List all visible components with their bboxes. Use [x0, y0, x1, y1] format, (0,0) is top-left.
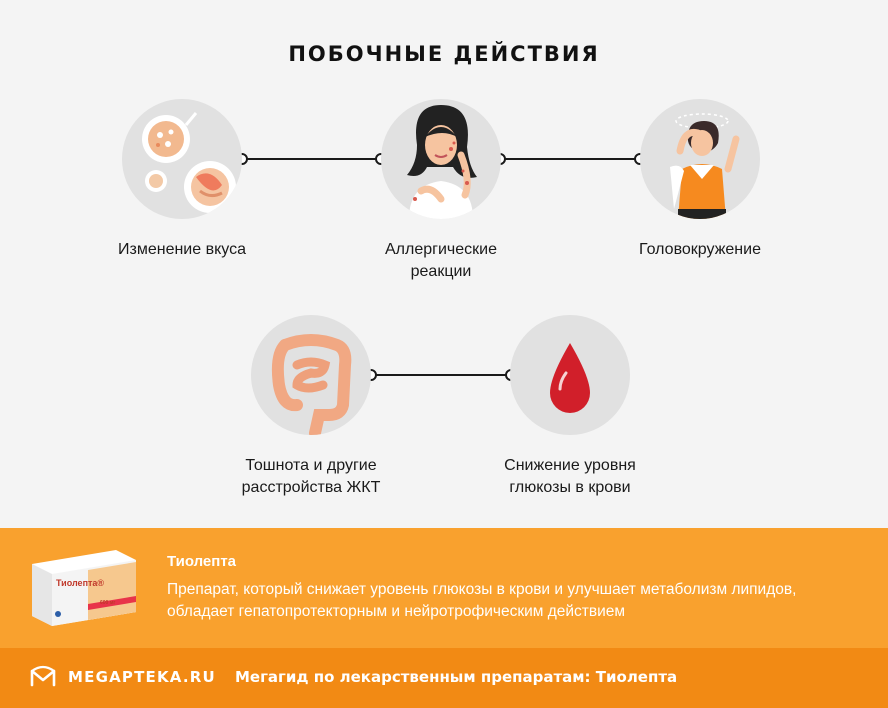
allergy-woman-icon: [381, 99, 501, 219]
dizzy-woman-icon: [640, 99, 760, 219]
drug-description: Препарат, который снижает уровень глюкоз…: [167, 581, 797, 620]
brand-link[interactable]: MEGAPTEKA.RU: [68, 668, 216, 686]
drug-package-image: Тиолепта® 600 мг: [32, 550, 136, 626]
food-icon: [122, 99, 242, 219]
page-title: ПОБОЧНЫЕ ДЕЙСТВИЯ: [288, 42, 600, 66]
effect-label-dizziness: Головокружение: [639, 241, 761, 258]
package-dose: 600 мг: [100, 600, 116, 606]
effect-label-allergy: Аллергические реакции: [385, 241, 497, 280]
megapteka-logo-icon[interactable]: [30, 665, 56, 689]
intestines-icon: [251, 315, 371, 435]
footer-caption: Мегагид по лекарственным препаратам: Тио…: [235, 668, 678, 686]
footer-band: [0, 648, 888, 708]
package-label: Тиолепта®: [56, 578, 104, 588]
effect-label-nausea: Тошнота и другие расстройства ЖКТ: [241, 457, 381, 496]
effect-label-taste: Изменение вкуса: [118, 241, 246, 258]
drug-info-band: [0, 528, 888, 648]
blood-drop-icon: [510, 315, 630, 435]
effect-label-glucose: Снижение уровня глюкозы в крови: [504, 457, 636, 496]
drug-name: Тиолепта: [167, 553, 237, 570]
